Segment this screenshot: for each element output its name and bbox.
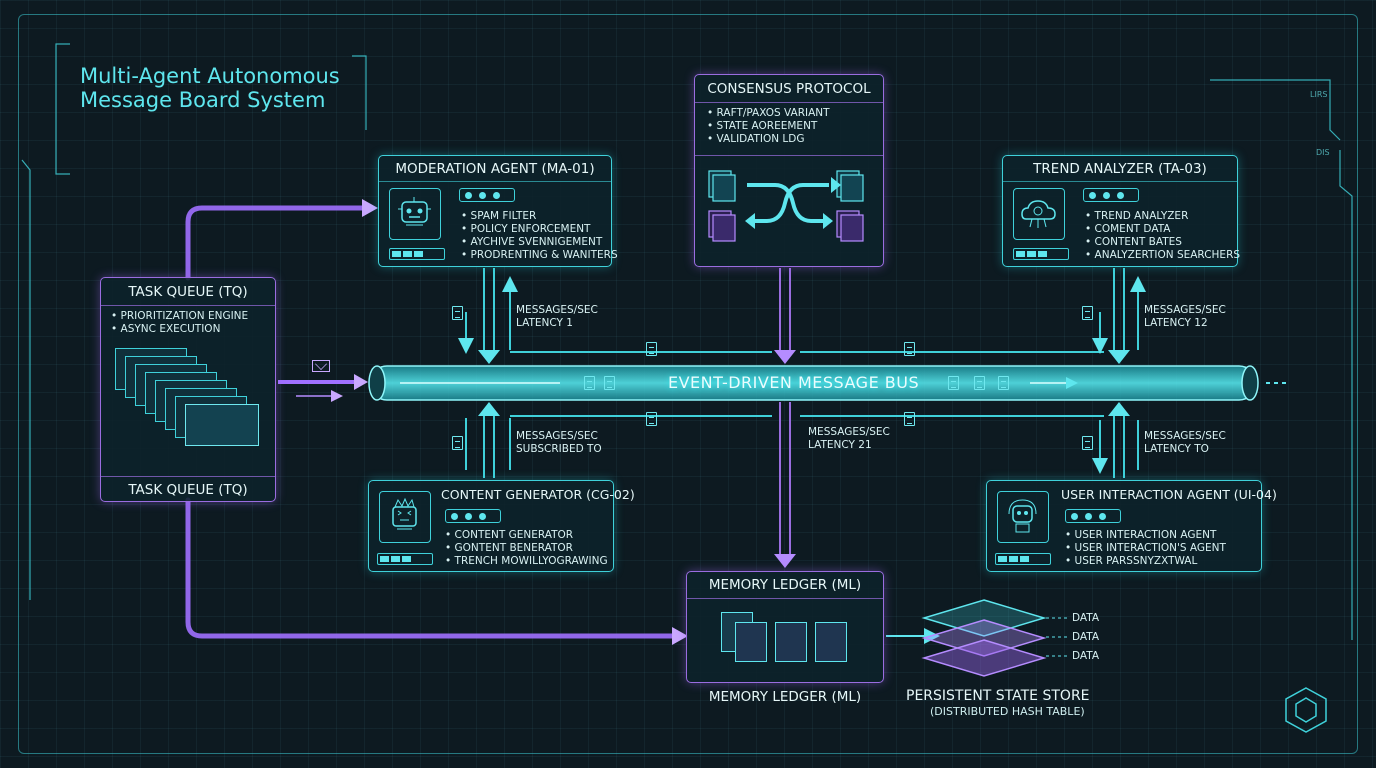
list-item: POLICY ENFORCEMENT [461, 223, 618, 236]
list-item: VALIDATION LDG [707, 133, 830, 146]
message-bus-tube [368, 365, 1290, 401]
memory-ledger-title: MEMORY LEDGER (ML) [708, 577, 862, 593]
document-icon [646, 412, 657, 426]
status-bar [377, 553, 433, 565]
user-agent-items: USER INTERACTION AGENT USER INTERACTION'… [1065, 529, 1226, 568]
document-icon [452, 306, 463, 320]
task-queue-title: TASK QUEUE (TQ) [128, 284, 248, 300]
status-bar [1013, 248, 1069, 260]
status-dots [459, 188, 515, 202]
document-icon [1082, 306, 1093, 320]
hexagon-icon [1285, 687, 1327, 733]
list-item: ANALYZERTION SEARCHERS [1085, 249, 1241, 262]
content-generator-title: CONTENT GENERATOR (CG-02) [441, 487, 635, 502]
document-icon [904, 412, 915, 426]
trend-analyzer-panel: TREND ANALYZER (TA-03) TREND ANALYZER CO… [1002, 155, 1241, 267]
list-item: RAFT/PAXOS VARIANT [707, 107, 830, 120]
document-icon [904, 342, 915, 356]
consensus-title: CONSENSUS PROTOCOL [707, 81, 871, 97]
status-dots [1065, 509, 1121, 523]
list-item: CONTENT BATES [1085, 236, 1240, 249]
message-bus-label: EVENT-DRIVEN MESSAGE BUS [668, 373, 920, 392]
trend-analyzer-title: TREND ANALYZER (TA-03) [1033, 161, 1207, 177]
status-bar [389, 248, 445, 260]
shuffle-icon [708, 170, 864, 242]
user-interaction-agent-panel: USER INTERACTION AGENT (UI-04) USER INTE… [986, 480, 1277, 572]
moderation-agent-panel: MODERATION AGENT (MA-01) SPAM FILTER POL… [378, 155, 618, 267]
list-item: USER INTERACTION AGENT [1065, 529, 1226, 542]
task-queue-panel: TASK QUEUE (TQ) PRIORITIZATION ENGINE AS… [100, 277, 276, 502]
document-icon [998, 376, 1009, 390]
list-item: STATE AOREEMENT [707, 120, 830, 133]
moderation-agent-items: SPAM FILTER POLICY ENFORCEMENT AYCHIVE S… [461, 210, 618, 262]
list-item: GONTENT BENERATOR [445, 542, 608, 555]
document-icon [948, 376, 959, 390]
state-store-layer-label: DATA [1072, 631, 1100, 643]
document-icon [646, 342, 657, 356]
robot-headset-icon [997, 491, 1049, 543]
diagram-title: Multi-Agent Autonomous Message Board Sys… [80, 64, 340, 112]
status-bar [995, 553, 1051, 565]
purple-pipe-top [185, 205, 371, 281]
list-item: SPAM FILTER [461, 210, 618, 223]
moderation-agent-title: MODERATION AGENT (MA-01) [395, 161, 595, 177]
state-store-layers [921, 599, 1047, 677]
list-item: PRODRENTING & WANITERS [461, 249, 618, 262]
list-item: COMENT DATA [1085, 223, 1240, 236]
list-item: AYCHIVE SVENNIGEMENT [461, 236, 618, 249]
status-dots [1083, 188, 1139, 202]
state-store-layer-label: DATA [1072, 650, 1100, 662]
document-icon [1082, 436, 1093, 450]
list-item: TREND ANALYZER [1085, 210, 1240, 223]
state-store-subtitle: (DISTRIBUTED HASH TABLE) [930, 705, 1085, 718]
list-item: USER INTERACTION'S AGENT [1065, 542, 1226, 555]
content-generator-items: CONTENT GENERATOR GONTENT BENERATOR TREN… [445, 529, 608, 568]
document-icon [584, 376, 595, 390]
envelope-icon [312, 360, 330, 372]
state-store-title: PERSISTENT STATE STORE [906, 688, 1090, 704]
task-queue-footer: TASK QUEUE (TQ) [128, 482, 248, 498]
list-item: PRIORITIZATION ENGINE [111, 310, 249, 323]
memory-ledger-panel: MEMORY LEDGER (ML) [686, 571, 884, 683]
list-item: CONTENT GENERATOR [445, 529, 608, 542]
outer-frame [18, 14, 1358, 754]
trend-analyzer-items: TREND ANALYZER COMENT DATA CONTENT BATES… [1085, 210, 1241, 262]
robot-spiky-icon [379, 491, 431, 543]
consensus-items: RAFT/PAXOS VARIANT STATE AOREEMENT VALID… [707, 107, 830, 146]
document-icon [974, 376, 985, 390]
side-label-dis: DIS [1316, 148, 1330, 157]
memory-ledger-footer: MEMORY LEDGER (ML) [708, 689, 862, 705]
list-item: ASYNC EXECUTION [111, 323, 248, 336]
consensus-protocol-panel: CONSENSUS PROTOCOL RAFT/PAXOS VARIANT ST… [694, 74, 884, 267]
content-generator-panel: CONTENT GENERATOR (CG-02) CONTENT GENERA… [368, 480, 635, 572]
list-item: USER PARSSNYZXTWAL [1065, 555, 1226, 568]
task-queue-items: PRIORITIZATION ENGINE ASYNC EXECUTION [111, 310, 249, 336]
robot-icon [389, 188, 441, 240]
document-icon [604, 376, 615, 390]
document-icon [452, 436, 463, 450]
user-agent-title: USER INTERACTION AGENT (UI-04) [1061, 487, 1277, 502]
state-store-layer-label: DATA [1072, 612, 1100, 624]
status-dots [445, 509, 501, 523]
side-label-lirs: LIRS [1310, 90, 1328, 99]
list-item: TRENCH MOWILLYOGRAWING [445, 555, 608, 568]
brain-cloud-icon [1013, 188, 1065, 240]
